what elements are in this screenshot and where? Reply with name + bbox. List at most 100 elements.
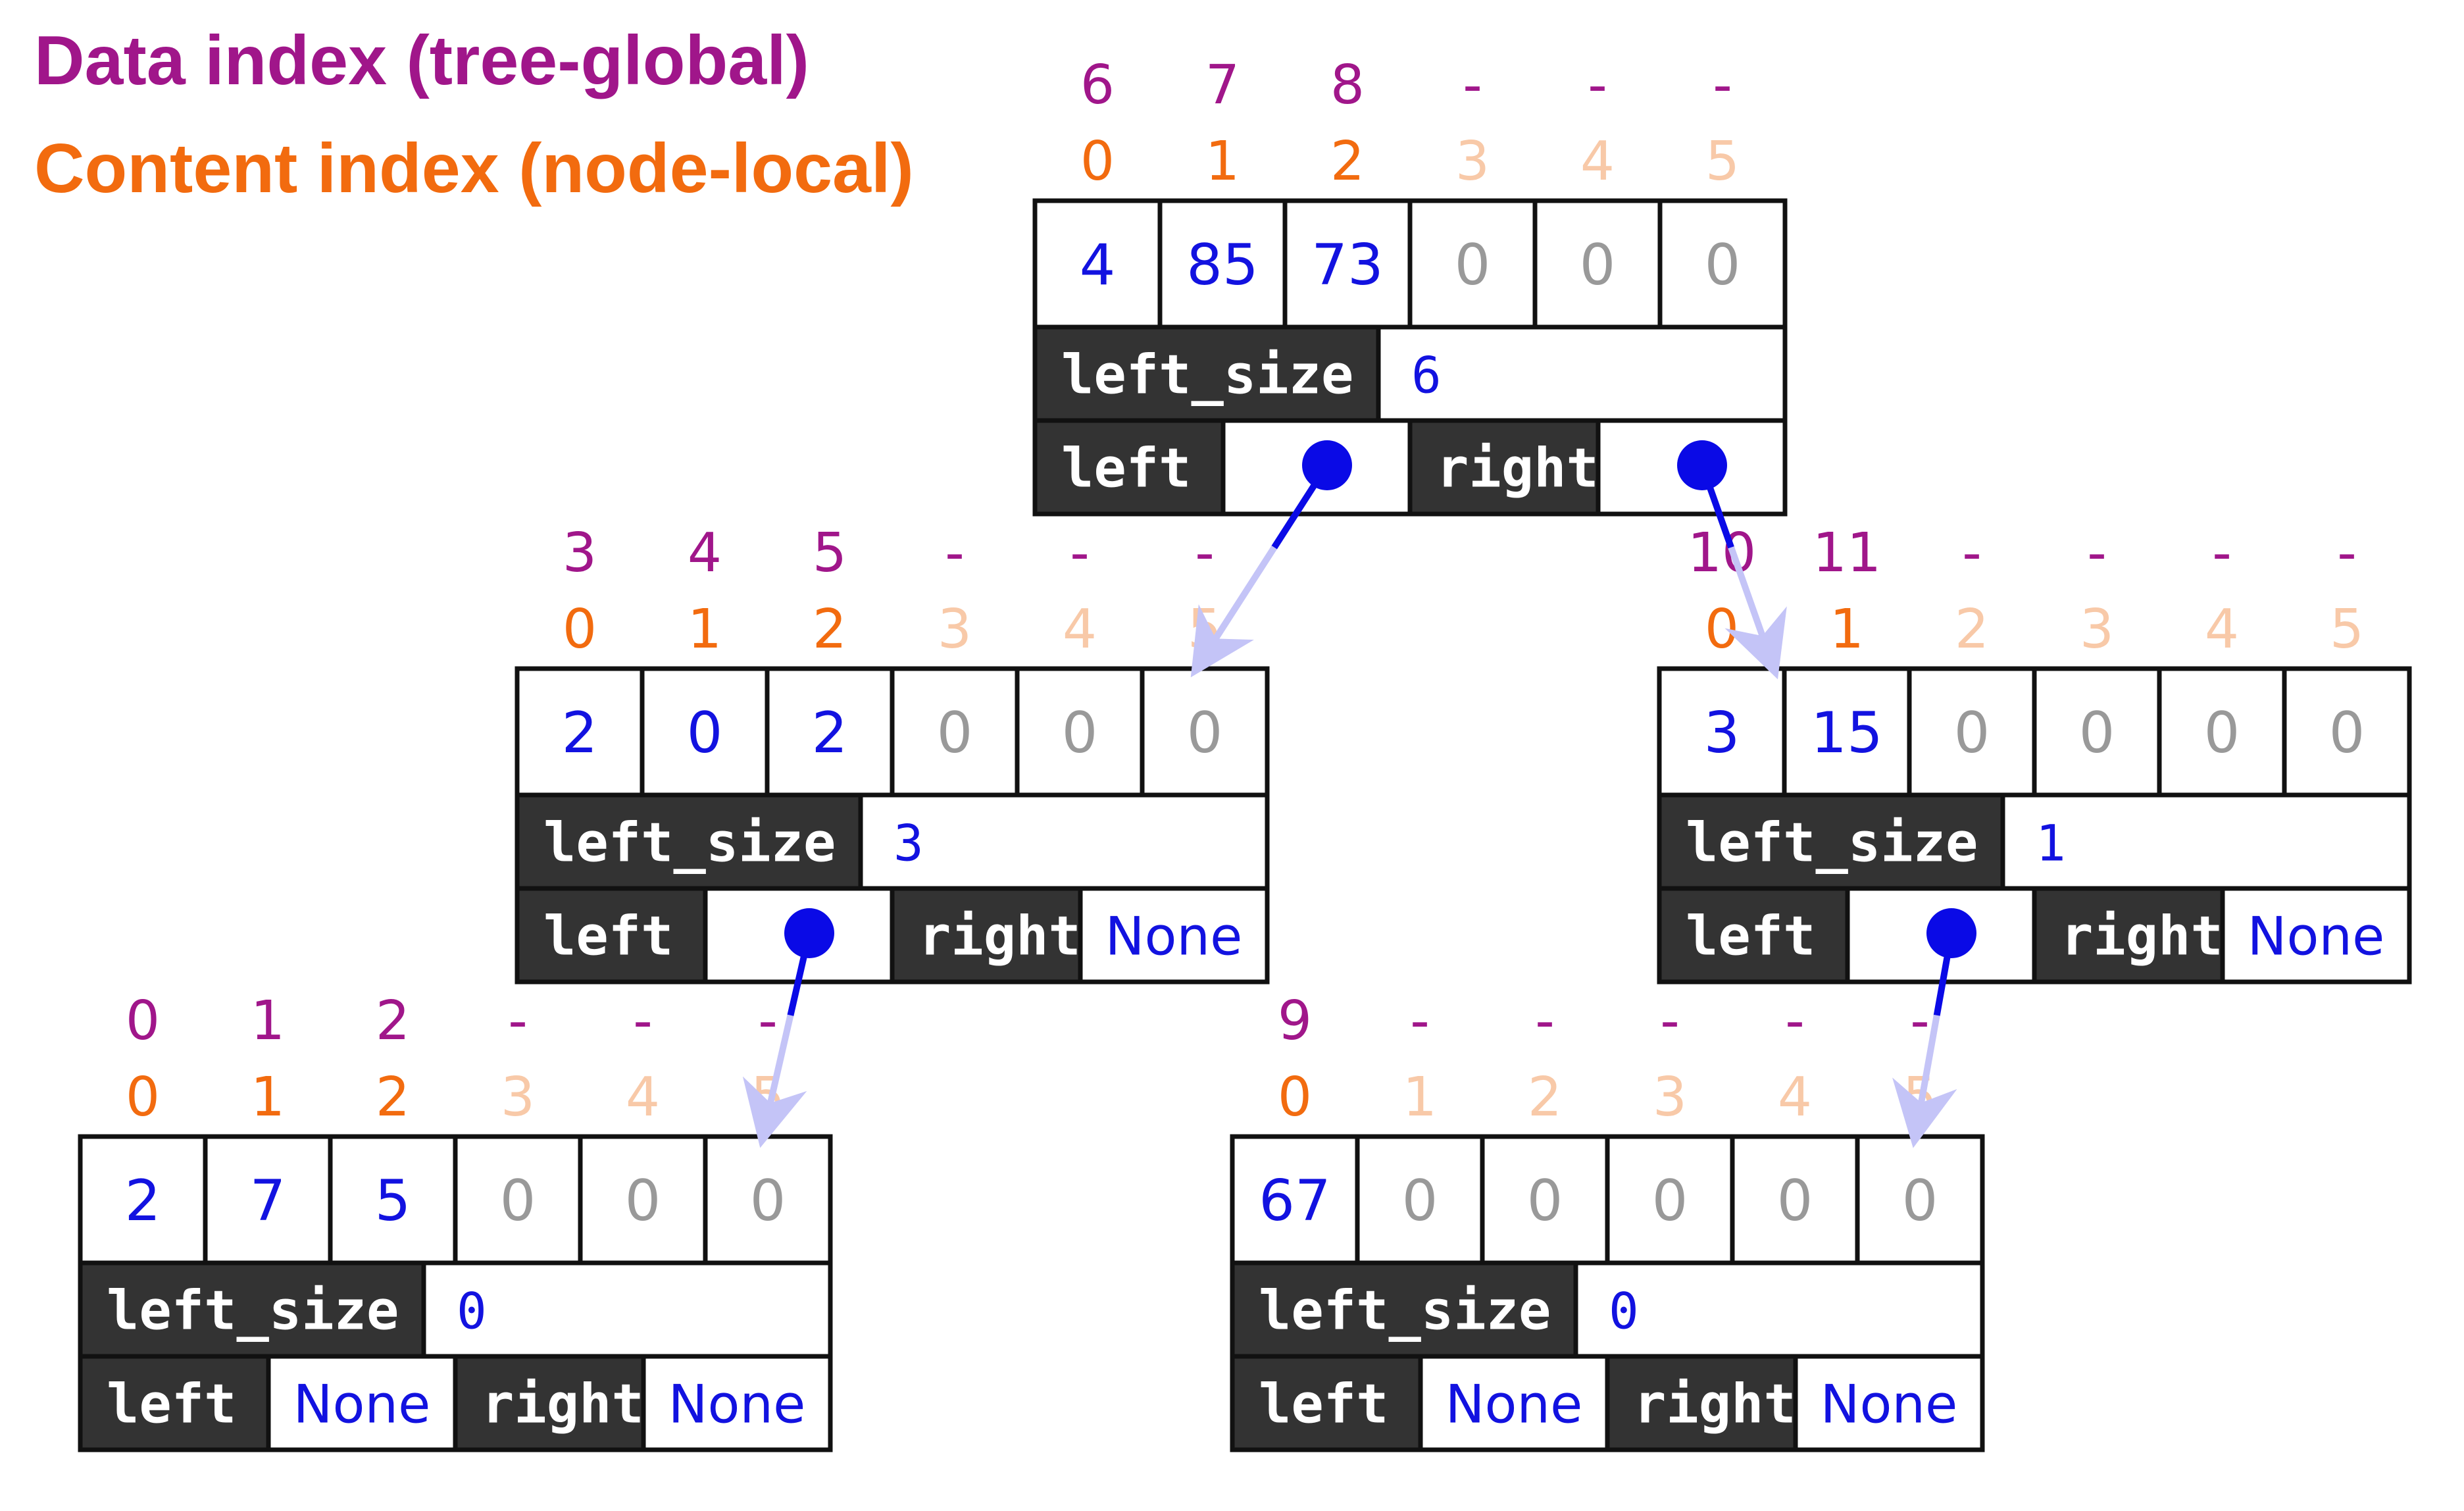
content-cell <box>640 666 770 798</box>
left-size-value: 1 <box>2036 814 2066 873</box>
content-value: 85 <box>1186 232 1258 298</box>
data-index-label: 4 <box>688 522 722 584</box>
content-value: 0 <box>1455 232 1491 298</box>
content-cell <box>1730 1134 1860 1266</box>
data-index-label: 2 <box>376 990 410 1052</box>
content-cell <box>1355 1134 1485 1266</box>
content-index-label: 1 <box>688 598 722 661</box>
content-index-label: 2 <box>813 598 847 661</box>
content-index-label: 2 <box>376 1066 410 1129</box>
node-bottom-right: 90-1-2-3-4-56700000left_size0leftNonerig… <box>1230 990 1985 1452</box>
left-size-label-box <box>78 1260 426 1359</box>
content-index-label: 1 <box>1830 598 1864 661</box>
data-index-label: - <box>1463 54 1482 116</box>
content-index-label: 2 <box>1528 1066 1562 1129</box>
content-index-label: 1 <box>251 1066 285 1129</box>
content-cell <box>1907 666 2037 798</box>
edge-root-right-arrow <box>1724 546 1787 680</box>
data-index-label: - <box>2337 522 2357 584</box>
left-size-label: left_size <box>1686 812 1978 875</box>
edge-mid-left-left-start <box>787 930 813 1019</box>
left-size-label: left_size <box>543 812 836 875</box>
data-index-label: 0 <box>126 990 160 1052</box>
content-value: 0 <box>1954 700 1990 766</box>
left-label-box <box>1230 1354 1423 1452</box>
content-index-label: 3 <box>1455 130 1490 193</box>
data-index-label: 10 <box>1688 522 1756 584</box>
content-cell <box>890 666 1020 798</box>
content-value: 73 <box>1311 232 1383 298</box>
data-index-label: 9 <box>1278 990 1312 1052</box>
content-index-label: 3 <box>938 598 972 661</box>
left-size-label-box <box>515 792 863 891</box>
data-index-label: - <box>2212 522 2232 584</box>
right-label-box <box>1605 1354 1798 1452</box>
data-index-label: - <box>1785 990 1805 1052</box>
content-value: 0 <box>1527 1168 1563 1234</box>
content-cell <box>703 1134 833 1266</box>
left-label-box <box>1657 886 1850 985</box>
content-cell <box>1855 1134 1985 1266</box>
left-label: left <box>107 1373 236 1436</box>
edge-mid-right-left-start <box>1933 930 1955 1019</box>
left-size-value-box <box>858 792 1270 891</box>
content-index-label: 4 <box>1778 1066 1812 1129</box>
content-value: 67 <box>1259 1168 1330 1234</box>
content-value: 2 <box>812 700 848 766</box>
content-value: 3 <box>1704 700 1740 766</box>
content-index-label: 3 <box>501 1066 535 1129</box>
data-index-label: - <box>1195 522 1215 584</box>
data-index-label: 6 <box>1080 54 1115 116</box>
right-label: right <box>1634 1373 1796 1436</box>
content-index-label: 5 <box>2330 598 2364 661</box>
content-index-label: 3 <box>2080 598 2114 661</box>
data-index-label: - <box>1588 54 1607 116</box>
data-index-label: - <box>1535 990 1555 1052</box>
right-none-value: None <box>1821 1374 1958 1435</box>
legend-content-index: Content index (node-local) <box>34 130 914 207</box>
content-index-label: 4 <box>1063 598 1097 661</box>
data-index-label: 3 <box>563 522 597 584</box>
right-label: right <box>918 906 1081 968</box>
right-pointer-box <box>641 1354 833 1452</box>
right-label-box <box>1407 418 1601 517</box>
content-index-label: 1 <box>1205 130 1240 193</box>
data-index-label: - <box>1910 990 1930 1052</box>
right-pointer-box <box>1793 1354 1985 1452</box>
edge-root-left-arrow <box>1190 546 1277 678</box>
content-cell <box>1657 198 1788 330</box>
content-index-label: 1 <box>1403 1066 1437 1129</box>
left-size-value-box <box>2000 792 2412 891</box>
content-index-label: 4 <box>1580 130 1615 193</box>
content-index-label: 5 <box>1705 130 1740 193</box>
content-value: 0 <box>2079 700 2115 766</box>
content-value: 0 <box>1652 1168 1688 1234</box>
left-label: left <box>543 906 673 968</box>
content-value: 0 <box>937 700 973 766</box>
content-cell <box>2157 666 2287 798</box>
content-index-label: 0 <box>126 1066 160 1129</box>
content-value: 0 <box>2204 700 2240 766</box>
content-index-label: 2 <box>1330 130 1365 193</box>
right-label: right <box>482 1373 644 1436</box>
right-label: right <box>1436 438 1599 500</box>
content-value: 2 <box>562 700 598 766</box>
left-size-value-box <box>421 1260 833 1359</box>
content-index-label: 4 <box>2205 598 2239 661</box>
left-size-value-box <box>1573 1260 1985 1359</box>
edge-mid-right-left-arrow <box>1892 1014 1957 1148</box>
content-index-label: 4 <box>626 1066 660 1129</box>
legend-data-index: Data index (tree-global) <box>34 22 809 99</box>
right-pointer-box <box>2220 886 2412 985</box>
content-value: 0 <box>1777 1168 1813 1234</box>
content-cell <box>515 666 645 798</box>
left-label: left <box>1686 906 1815 968</box>
right-none-value: None <box>1105 906 1243 967</box>
data-index-label: - <box>633 990 653 1052</box>
left-size-value: 0 <box>457 1282 487 1341</box>
data-index-label: - <box>1962 522 1982 584</box>
content-value: 0 <box>2329 700 2365 766</box>
left-none-value: None <box>293 1374 431 1435</box>
